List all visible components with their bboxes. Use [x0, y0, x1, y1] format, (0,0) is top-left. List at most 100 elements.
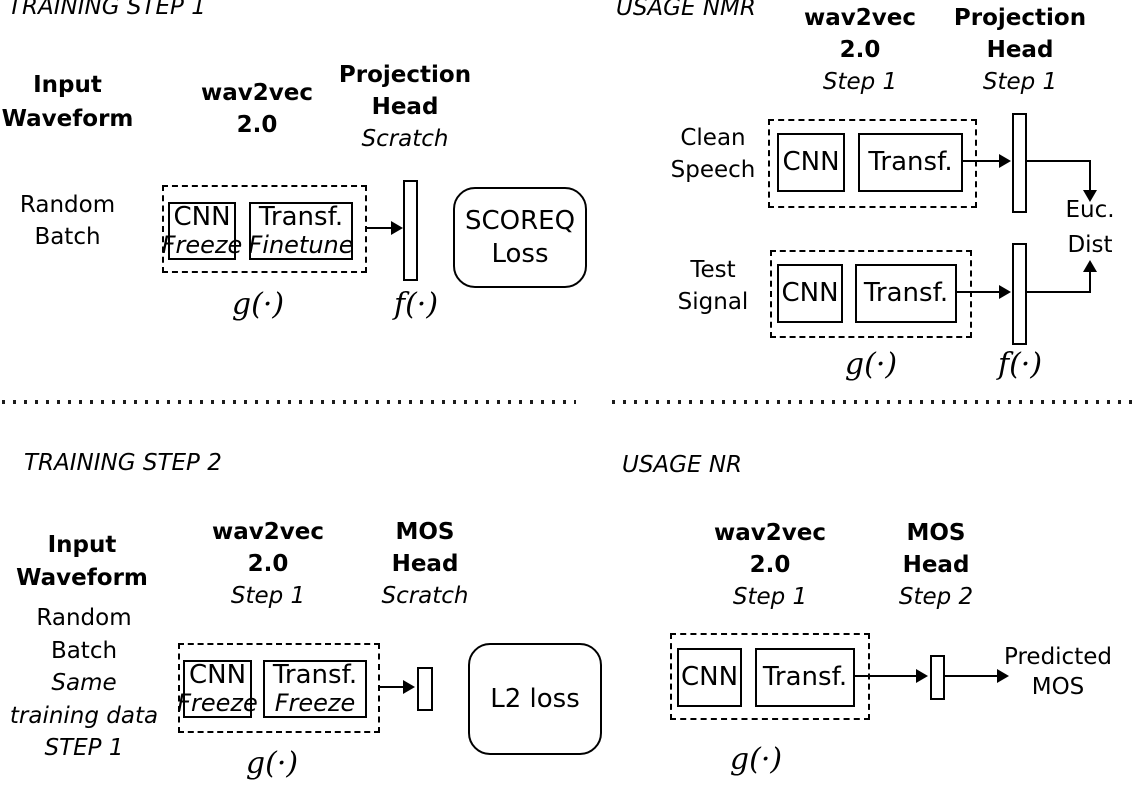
ts1-input-header-line1: Input: [33, 72, 102, 98]
nmr-projection-head-bar-clean: [1012, 113, 1027, 213]
nr-transf-label: Transf.: [762, 662, 848, 692]
nmr-output-line1: Euc.: [1065, 197, 1115, 223]
nr-g-function-label: g(·): [729, 742, 783, 777]
nr-output-line1: Predicted: [1004, 644, 1112, 670]
nr-arrowhead-right-output-icon: [997, 669, 1009, 683]
ts2-head-header-line2: Head: [391, 551, 459, 577]
nmr-test-signal-label: Test Signal: [646, 254, 780, 318]
nmr-encoder-sub: Step 1: [822, 69, 898, 95]
divider-dotted-right: [612, 400, 1132, 404]
nmr-clean-speech-label: Clean Speech: [646, 122, 780, 186]
ts1-loss-line1: SCOREQ: [464, 205, 576, 236]
nmr-encoder-header: wav2vec 2.0 Step 1: [795, 2, 925, 98]
nmr-cnn-label-clean: CNN: [782, 147, 840, 177]
nr-transf-box: Transf.: [755, 648, 855, 707]
nr-encoder-header-line2: 2.0: [749, 552, 791, 578]
ts1-g-function-label: g(·): [231, 287, 285, 322]
ts2-mos-head-bar: [417, 667, 433, 711]
nmr-elbow-v-test: [1089, 272, 1091, 293]
ts2-encoder-header-line2: 2.0: [247, 551, 289, 577]
ts1-arrow-line: [367, 227, 393, 229]
nr-arrow-line-to-bar: [855, 675, 917, 677]
nmr-encoder-dashed-box-test: [770, 250, 972, 338]
nmr-head-header: Projection Head Step 1: [950, 2, 1090, 98]
ts2-transf-state: Freeze: [274, 689, 356, 717]
nr-encoder-header: wav2vec 2.0 Step 1: [705, 517, 835, 613]
nr-cnn-label: CNN: [680, 662, 739, 692]
ts1-input-header: Input Waveform: [0, 68, 135, 136]
ts2-cnn-state: Freeze: [177, 689, 258, 717]
nmr-transf-box-test: Transf.: [855, 264, 957, 323]
ts1-title: TRAINING STEP 1: [8, 0, 206, 20]
nmr-transf-box-clean: Transf.: [858, 133, 963, 192]
nmr-head-sub: Step 1: [982, 69, 1058, 95]
ts1-projection-head-bar: [403, 180, 418, 281]
nmr-test-line1: Test: [690, 257, 736, 283]
ts1-loss-line2: Loss: [491, 238, 549, 269]
ts2-loss-label: L2 loss: [490, 683, 580, 714]
nmr-arrowhead-down-icon: [1083, 190, 1097, 202]
ts1-head-header-line1: Projection: [338, 62, 472, 88]
ts1-head-sub: Scratch: [361, 126, 449, 152]
nr-encoder-sub: Step 1: [732, 584, 808, 610]
ts2-encoder-header-line1: wav2vec: [212, 519, 324, 545]
nmr-arrowhead-up-icon: [1083, 260, 1097, 272]
nr-head-header-line2: Head: [902, 552, 970, 578]
nmr-g-function-label: g(·): [844, 347, 898, 382]
nmr-test-line2: Signal: [677, 289, 749, 315]
nmr-f-function-label: f(·): [997, 347, 1043, 382]
ts2-input-label-line3: Same: [51, 670, 117, 696]
ts2-arrow-line: [380, 686, 404, 688]
nmr-cnn-box-clean: CNN: [777, 133, 845, 192]
nr-head-header: MOS Head Step 2: [866, 517, 1006, 613]
ts2-g-function-label: g(·): [245, 746, 299, 781]
ts2-input-header-line2: Waveform: [16, 565, 148, 591]
nr-encoder-header-line1: wav2vec: [714, 520, 826, 546]
ts2-cnn-label: CNN: [188, 660, 247, 690]
ts2-encoder-header: wav2vec 2.0 Step 1: [203, 516, 333, 612]
nr-output-line2: MOS: [1031, 674, 1085, 700]
nr-mos-head-bar: [930, 655, 945, 700]
nr-arrowhead-right-bar-icon: [916, 669, 928, 683]
ts1-arrowhead-right-icon: [391, 221, 403, 235]
ts1-encoder-header-line2: 2.0: [236, 112, 278, 138]
nr-cnn-box: CNN: [677, 648, 742, 707]
nmr-projection-head-bar-test: [1012, 243, 1027, 345]
ts2-transf-box: Transf. Freeze: [263, 660, 367, 718]
ts1-transf-box: Transf. Finetune: [248, 202, 354, 260]
nr-arrow-line-to-output: [945, 675, 998, 677]
ts1-input-label-line1: Random: [19, 192, 116, 218]
nmr-output-label: Euc. Dist: [1055, 193, 1125, 263]
ts1-input-label-line2: Batch: [34, 224, 101, 250]
nmr-elbow-v-clean: [1089, 160, 1091, 194]
nr-head-sub: Step 2: [898, 584, 974, 610]
nmr-output-line2: Dist: [1067, 232, 1113, 258]
nr-title: USAGE NR: [622, 452, 743, 478]
ts1-head-header: Projection Head Scratch: [335, 59, 475, 155]
nmr-head-header-line2: Head: [986, 37, 1054, 63]
ts2-input-label-line5: STEP 1: [44, 735, 124, 761]
ts2-transf-label: Transf.: [272, 660, 358, 690]
ts1-encoder-header-line1: wav2vec: [201, 80, 313, 106]
ts1-transf-state: Finetune: [248, 231, 354, 259]
nmr-transf-label-test: Transf.: [863, 278, 949, 308]
ts2-input-label-line1: Random: [36, 605, 132, 631]
nmr-elbow-h-clean: [1027, 160, 1091, 162]
ts2-input-label-line2: Batch: [50, 637, 118, 664]
ts1-input-label: Random Batch: [0, 189, 135, 253]
ts2-input-label-line4: training data: [9, 702, 159, 729]
nr-head-header-line1: MOS: [906, 520, 966, 546]
ts1-cnn-box: CNN Freeze: [162, 202, 242, 260]
nmr-encoder-dashed-box-clean: [768, 119, 977, 208]
nmr-cnn-box-test: CNN: [777, 264, 843, 323]
nr-output-label: Predicted MOS: [993, 642, 1123, 702]
nmr-elbow-h-test: [1027, 291, 1091, 293]
nmr-transf-label-clean: Transf.: [868, 147, 953, 177]
ts2-head-header-line1: MOS: [395, 519, 455, 545]
nmr-title: USAGE NMR: [616, 0, 756, 21]
nmr-arrowhead-right-test-icon: [999, 285, 1011, 299]
ts2-input-header-line1: Input: [47, 532, 117, 558]
ts1-encoder-header: wav2vec 2.0: [192, 77, 322, 141]
nmr-encoder-header-line2: 2.0: [839, 37, 881, 63]
